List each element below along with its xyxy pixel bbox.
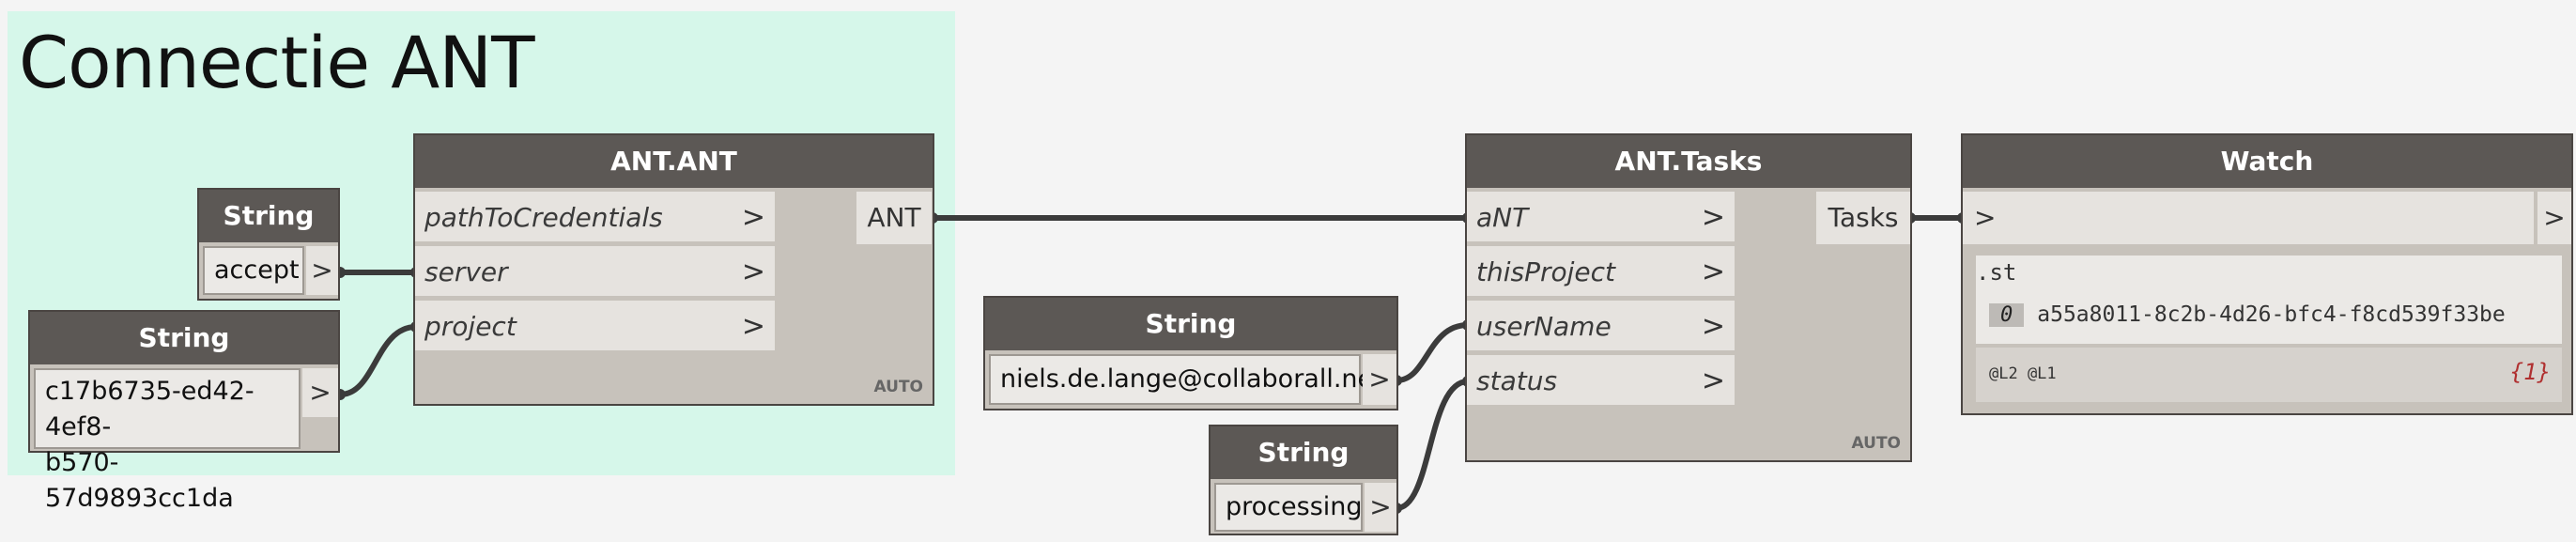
node-title: String: [1211, 426, 1396, 479]
chevron-right-icon: >: [1701, 201, 1725, 234]
output-port-ant[interactable]: ANT: [856, 192, 932, 244]
string-value[interactable]: processing: [1214, 483, 1363, 532]
string-node-project[interactable]: String c17b6735-ed42-4ef8- b570-57d9893c…: [28, 310, 340, 513]
watch-input-port[interactable]: >: [1963, 192, 2534, 244]
watch-node[interactable]: Watch > > .st 0 a55a8011-8c2b-4d26-bfc4-f…: [1961, 133, 2573, 415]
chevron-right-icon: >: [1701, 364, 1725, 397]
input-port-thisproject[interactable]: thisProject >: [1467, 246, 1735, 298]
output-port-tasks[interactable]: Tasks: [1816, 192, 1910, 244]
input-port-status[interactable]: status >: [1467, 355, 1735, 407]
string-node-accept[interactable]: String accept >: [197, 188, 340, 301]
port-label: pathToCredentials: [424, 202, 663, 233]
node-title: Watch: [1963, 135, 2571, 188]
input-port-username[interactable]: userName >: [1467, 301, 1735, 352]
list-item: 0 a55a8011-8c2b-4d26-bfc4-f8cd539f33be: [1989, 302, 2506, 327]
port-label: userName: [1476, 311, 1612, 342]
node-title: ANT.ANT: [415, 135, 933, 188]
lacing-badge: AUTO: [1851, 434, 1902, 453]
input-port-ant[interactable]: aNT >: [1467, 192, 1735, 243]
port-label: server: [424, 256, 508, 287]
string-node-status[interactable]: String processing >: [1209, 425, 1398, 535]
list-index: 0: [1989, 303, 2025, 327]
string-value-line: b570-57d9893cc1da: [45, 448, 234, 513]
chevron-right-icon: >: [1974, 202, 1997, 233]
chevron-right-icon: >: [741, 201, 765, 234]
string-value[interactable]: c17b6735-ed42-4ef8- b570-57d9893cc1da: [34, 368, 301, 513]
string-value[interactable]: niels.de.lange@collaborall.net: [989, 354, 1383, 405]
chevron-right-icon: >: [741, 310, 765, 343]
node-title: String: [199, 190, 338, 242]
port-label: status: [1476, 365, 1558, 396]
input-port-pathtocredentials[interactable]: pathToCredentials >: [415, 192, 775, 243]
node-title: String: [30, 312, 338, 364]
chevron-right-icon: >: [1701, 256, 1725, 288]
list-label: .st: [1976, 259, 2017, 286]
output-port[interactable]: >: [1365, 483, 1396, 532]
wire-status-status: [1396, 379, 1469, 511]
port-label: project: [424, 311, 517, 342]
list-levels: @L2 @L1: [1989, 364, 2057, 383]
chevron-right-icon: >: [1701, 310, 1725, 343]
output-port[interactable]: >: [306, 246, 338, 295]
node-title: String: [985, 298, 1396, 350]
wire-project-project: [339, 324, 417, 397]
string-value[interactable]: accept: [203, 246, 304, 295]
output-port[interactable]: >: [302, 368, 338, 417]
output-port[interactable]: >: [1363, 354, 1396, 405]
string-node-username[interactable]: String niels.de.lange@collaborall.net >: [983, 296, 1398, 410]
list-value: a55a8011-8c2b-4d26-bfc4-f8cd539f33be: [2037, 302, 2506, 327]
list-count: {1}: [2509, 359, 2551, 385]
node-title: ANT.Tasks: [1467, 135, 1910, 188]
port-label: aNT: [1476, 202, 1529, 233]
watch-footer: @L2 @L1 {1}: [1976, 348, 2562, 402]
port-label: thisProject: [1476, 256, 1615, 287]
ant-tasks-node[interactable]: ANT.Tasks aNT > thisProject > userName >…: [1465, 133, 1912, 462]
string-value-line: c17b6735-ed42-4ef8-: [45, 377, 255, 441]
lacing-badge: AUTO: [873, 378, 924, 396]
watch-output-port[interactable]: >: [2537, 192, 2571, 244]
chevron-right-icon: >: [741, 256, 765, 288]
input-port-project[interactable]: project >: [415, 301, 775, 352]
group-title: Connectie ANT: [19, 21, 535, 104]
wire-user-username: [1396, 322, 1469, 383]
watch-preview[interactable]: .st 0 a55a8011-8c2b-4d26-bfc4-f8cd539f33b…: [1976, 256, 2562, 344]
input-port-server[interactable]: server >: [415, 246, 775, 298]
ant-ant-node[interactable]: ANT.ANT pathToCredentials > server > pro…: [413, 133, 934, 406]
